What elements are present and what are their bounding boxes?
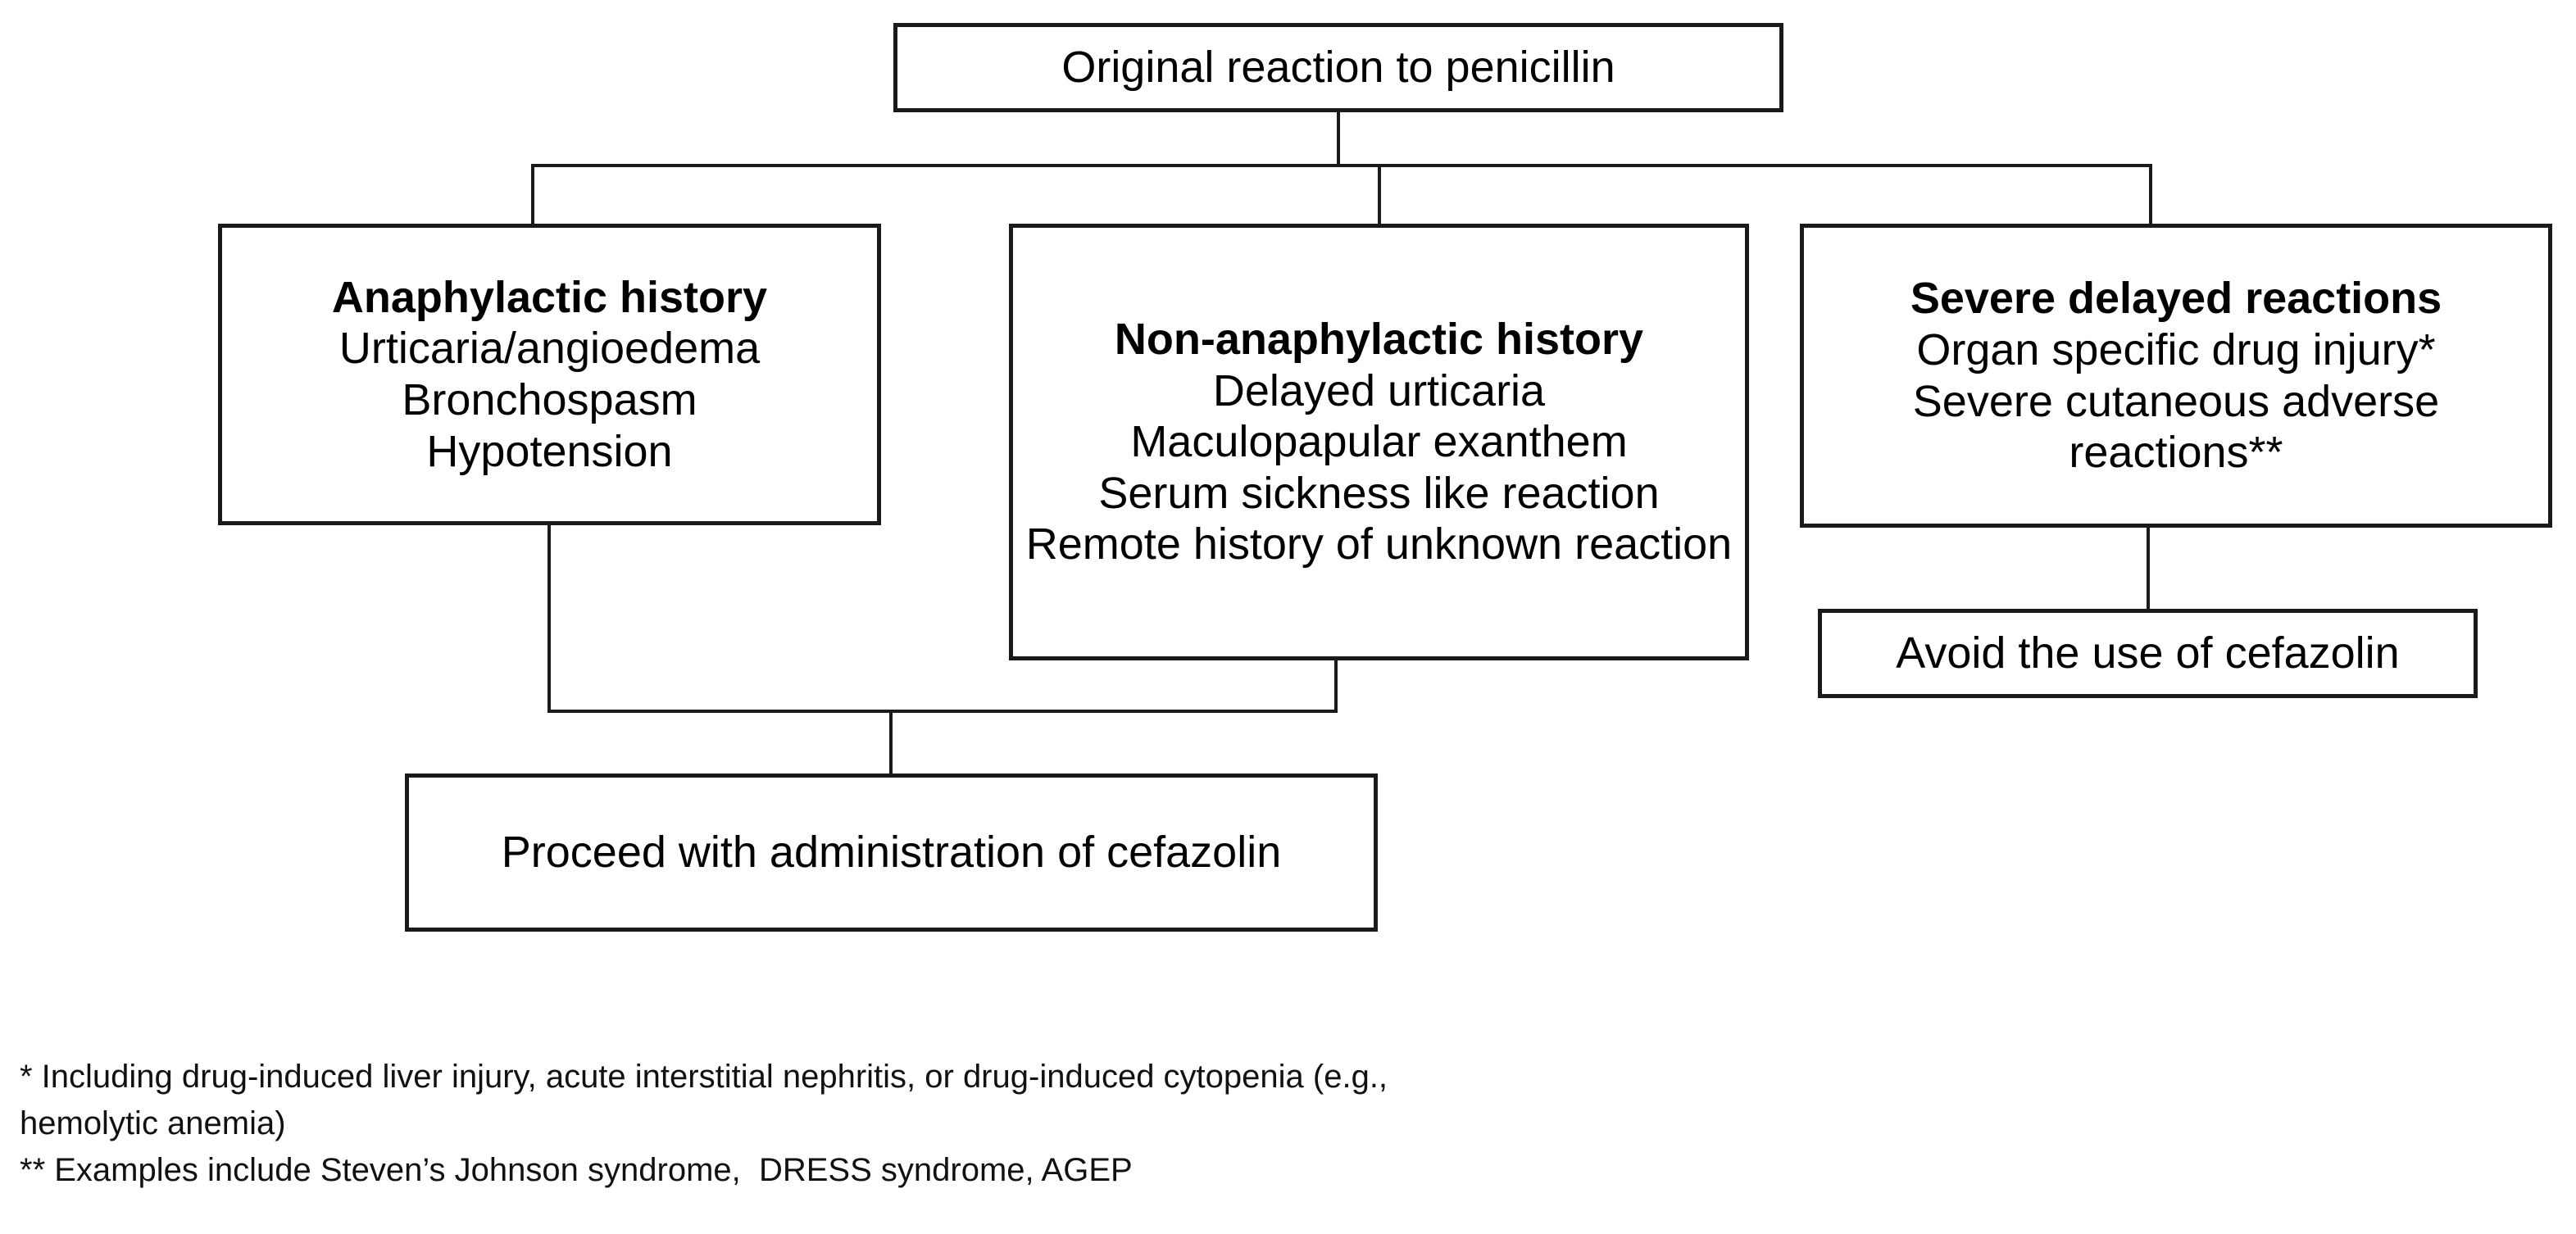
connector-non-anaphylactic-down [1334,660,1338,713]
node-non-anaphylactic-history-item: Serum sickness like reaction [1098,468,1660,518]
node-non-anaphylactic-history-item: Maculopapular exanthem [1130,417,1628,467]
connector-severe-to-avoid [2147,527,2150,610]
node-severe-delayed-reactions-item: Organ specific drug injury* [1916,324,2436,374]
node-non-anaphylactic-history-item: Delayed urticaria [1212,365,1546,415]
node-anaphylactic-history-item: Urticaria/angioedema [338,324,761,374]
footnote-line: ** Examples include Steven’s Johnson syn… [20,1151,1133,1188]
node-proceed-cefazolin: Proceed with administration of cefazolin [405,774,1378,932]
connector-drop-to-non-anaphylactic [1378,164,1381,225]
node-original-reaction: Original reaction to penicillin [893,23,1783,112]
footnote-line: hemolytic anemia) [20,1105,286,1141]
node-anaphylactic-history: Anaphylactic history Urticaria/angioedem… [218,224,881,525]
connector-original-down [1337,111,1340,166]
node-non-anaphylactic-history-heading: Non-anaphylactic history [1114,314,1644,364]
node-non-anaphylactic-history: Non-anaphylactic history Delayed urticar… [1009,224,1749,660]
connector-merge-to-proceed [889,710,893,775]
connector-drop-to-severe-delayed [2149,164,2152,225]
node-proceed-cefazolin-label: Proceed with administration of cefazolin [501,828,1282,878]
connector-split-bar [531,164,2152,167]
node-avoid-cefazolin: Avoid the use of cefazolin [1818,609,2478,698]
node-severe-delayed-reactions-heading: Severe delayed reactions [1910,274,2442,324]
connector-drop-to-anaphylactic [531,164,534,225]
node-anaphylactic-history-item: Bronchospasm [402,375,697,424]
node-severe-delayed-reactions: Severe delayed reactions Organ specific … [1800,224,2552,528]
footnote-line: * Including drug-induced liver injury, a… [20,1059,1388,1095]
node-original-reaction-label: Original reaction to penicillin [1061,43,1615,93]
node-anaphylactic-history-heading: Anaphylactic history [331,272,768,322]
node-anaphylactic-history-item: Hypotension [426,426,673,476]
node-non-anaphylactic-history-item: Remote history of unknown reaction [1025,519,1733,569]
node-avoid-cefazolin-label: Avoid the use of cefazolin [1896,628,2400,678]
node-severe-delayed-reactions-item: Severe cutaneous adverse reactions** [1912,376,2440,478]
footnotes: * Including drug-induced liver injury, a… [20,1054,2233,1193]
connector-anaphylactic-down [547,524,551,713]
connector-merge-bar [547,710,1338,713]
